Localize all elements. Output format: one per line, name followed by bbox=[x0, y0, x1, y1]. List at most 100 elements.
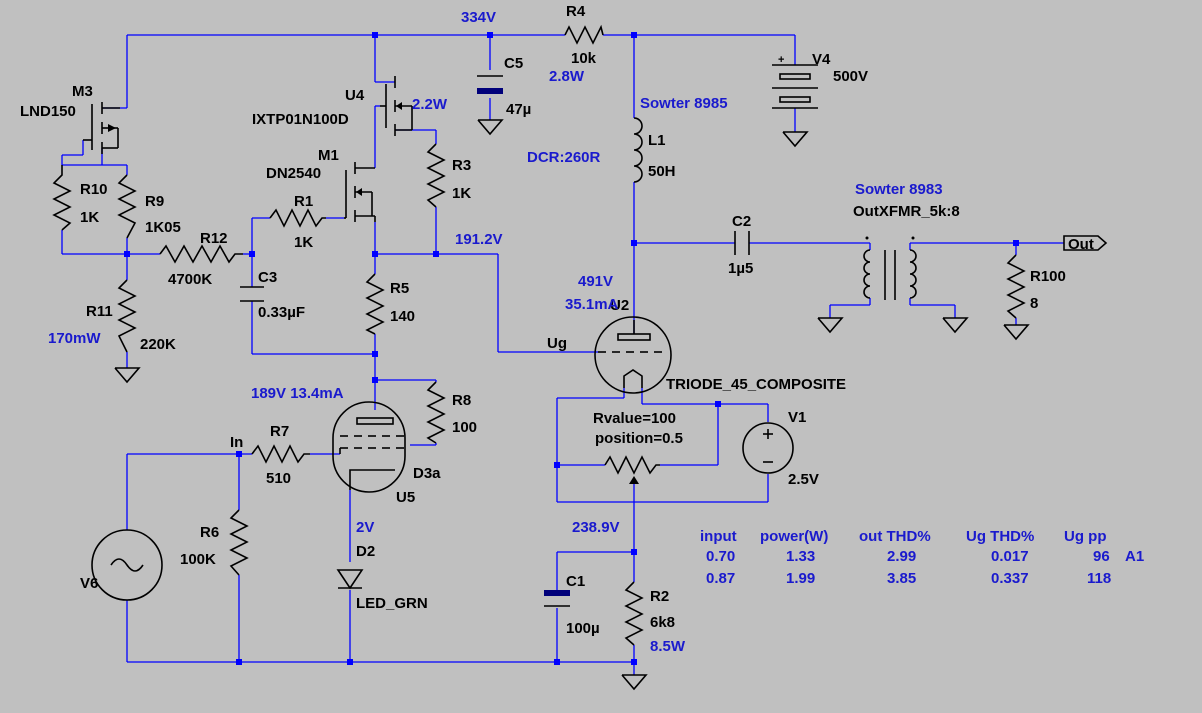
ground-r11 bbox=[114, 367, 141, 384]
triode-u2[interactable] bbox=[594, 316, 672, 394]
r12-value: 4700K bbox=[168, 271, 212, 288]
r2-name: R2 bbox=[650, 588, 669, 605]
r4-name: R4 bbox=[566, 3, 586, 20]
table-row-1-ug-pp: 118 bbox=[1087, 570, 1111, 587]
v1-name: V1 bbox=[788, 409, 806, 426]
net-b-plus: 334V bbox=[461, 9, 496, 26]
t1-model: Sowter 8983 bbox=[855, 181, 943, 198]
r2-power: 8.5W bbox=[650, 638, 686, 655]
r1-value: 1K bbox=[294, 234, 313, 251]
table-header-ug-pp: Ug pp bbox=[1064, 528, 1107, 545]
v6-name: V6 bbox=[80, 575, 98, 592]
resistor-r1[interactable] bbox=[269, 208, 326, 228]
table-row-0-ug-pp: 96 bbox=[1093, 548, 1110, 565]
led-voltage: 2V bbox=[356, 519, 374, 536]
u5-value: D3a bbox=[413, 465, 441, 482]
d2-value: LED_GRN bbox=[356, 595, 428, 612]
out-port[interactable] bbox=[1063, 235, 1108, 251]
in-label: In bbox=[230, 434, 243, 451]
ground-v4 bbox=[782, 131, 809, 148]
r5-value: 140 bbox=[390, 308, 415, 325]
ground-c5 bbox=[477, 119, 504, 136]
r7-name: R7 bbox=[270, 423, 289, 440]
c5-value: 47µ bbox=[506, 101, 531, 118]
mosfet-m1[interactable] bbox=[344, 162, 376, 222]
potentiometer[interactable] bbox=[604, 455, 660, 484]
r8-name: R8 bbox=[452, 392, 471, 409]
c2-name: C2 bbox=[732, 213, 751, 230]
table-header-power: power(W) bbox=[760, 528, 828, 545]
transformer-t1[interactable] bbox=[863, 236, 917, 301]
t1-value: OutXFMR_5k:8 bbox=[853, 203, 960, 220]
resistor-r12[interactable] bbox=[159, 244, 243, 264]
diode-d2[interactable] bbox=[336, 569, 364, 590]
tube-u5[interactable] bbox=[332, 401, 406, 493]
mosfet-u4[interactable] bbox=[380, 76, 413, 136]
pot-rvalue: Rvalue=100 bbox=[593, 410, 676, 427]
r8-value: 100 bbox=[452, 419, 477, 436]
capacitor-c5[interactable] bbox=[477, 75, 503, 94]
table-header-out-thd: out THD% bbox=[859, 528, 931, 545]
r2-value: 6k8 bbox=[650, 614, 675, 631]
u2-current: 35.1mA bbox=[565, 296, 619, 313]
table-row-1-ug-thd: 0.337 bbox=[991, 570, 1029, 587]
r7-value: 510 bbox=[266, 470, 291, 487]
v4-name: V4 bbox=[812, 51, 831, 68]
ac-source-v6[interactable] bbox=[91, 529, 163, 601]
u5-name: U5 bbox=[396, 489, 415, 506]
l1-value: 50H bbox=[648, 163, 676, 180]
ground-r100 bbox=[1003, 324, 1030, 341]
out-label: Out bbox=[1068, 236, 1094, 253]
u5-plate-annotation: 189V 13.4mA bbox=[251, 385, 344, 402]
r1-name: R1 bbox=[294, 193, 313, 210]
svg-text:+: + bbox=[778, 54, 784, 66]
resistor-r100[interactable] bbox=[1006, 254, 1026, 319]
wires bbox=[61, 34, 1064, 675]
resistor-r11[interactable] bbox=[117, 279, 137, 353]
l1-name: L1 bbox=[648, 132, 666, 149]
resistor-r7[interactable] bbox=[251, 444, 310, 464]
inductor-l1[interactable] bbox=[633, 117, 643, 183]
r6-value: 100K bbox=[180, 551, 216, 568]
c3-name: C3 bbox=[258, 269, 277, 286]
u4-name: U4 bbox=[345, 87, 365, 104]
resistor-r6[interactable] bbox=[229, 509, 249, 576]
table-header-ug-thd: Ug THD% bbox=[966, 528, 1034, 545]
u4-value: IXTP01N100D bbox=[252, 111, 349, 128]
r3-value: 1K bbox=[452, 185, 471, 202]
resistor-r9[interactable] bbox=[117, 174, 137, 239]
net-cathode: 238.9V bbox=[572, 519, 620, 536]
table-row-0-tag: A1 bbox=[1125, 548, 1144, 565]
resistor-r4[interactable] bbox=[564, 24, 604, 45]
mosfet-m3[interactable] bbox=[83, 102, 120, 154]
capacitor-c2[interactable] bbox=[734, 231, 750, 255]
u4-power: 2.2W bbox=[412, 96, 448, 113]
c2-value: 1µ5 bbox=[728, 260, 753, 277]
c1-name: C1 bbox=[566, 573, 585, 590]
r4-value: 10k bbox=[571, 50, 597, 67]
r4-power: 2.8W bbox=[549, 68, 585, 85]
ground-r2 bbox=[621, 674, 648, 691]
battery-v4[interactable]: + bbox=[772, 54, 818, 109]
capacitor-c1[interactable] bbox=[544, 590, 570, 607]
r10-name: R10 bbox=[80, 181, 108, 198]
v4-value: 500V bbox=[833, 68, 868, 85]
v1-value: 2.5V bbox=[788, 471, 819, 488]
r6-name: R6 bbox=[200, 524, 219, 541]
resistor-r5[interactable] bbox=[365, 273, 385, 335]
resistor-r8[interactable] bbox=[426, 381, 446, 444]
table-row-0-input: 0.70 bbox=[706, 548, 735, 565]
voltage-source-v1[interactable] bbox=[742, 422, 794, 474]
table-row-0-ug-thd: 0.017 bbox=[991, 548, 1029, 565]
ground-t1-secondary bbox=[942, 317, 969, 334]
r100-name: R100 bbox=[1030, 268, 1066, 285]
resistor-r10[interactable] bbox=[52, 165, 72, 231]
m1-value: DN2540 bbox=[266, 165, 321, 182]
results-table: input power(W) out THD% Ug THD% Ug pp 0.… bbox=[700, 528, 1144, 587]
resistor-r3[interactable] bbox=[426, 143, 446, 208]
capacitor-c3[interactable] bbox=[240, 286, 264, 302]
table-row-1-out-thd: 3.85 bbox=[887, 570, 916, 587]
c1-value: 100µ bbox=[566, 620, 600, 637]
resistor-r2[interactable] bbox=[624, 581, 644, 646]
